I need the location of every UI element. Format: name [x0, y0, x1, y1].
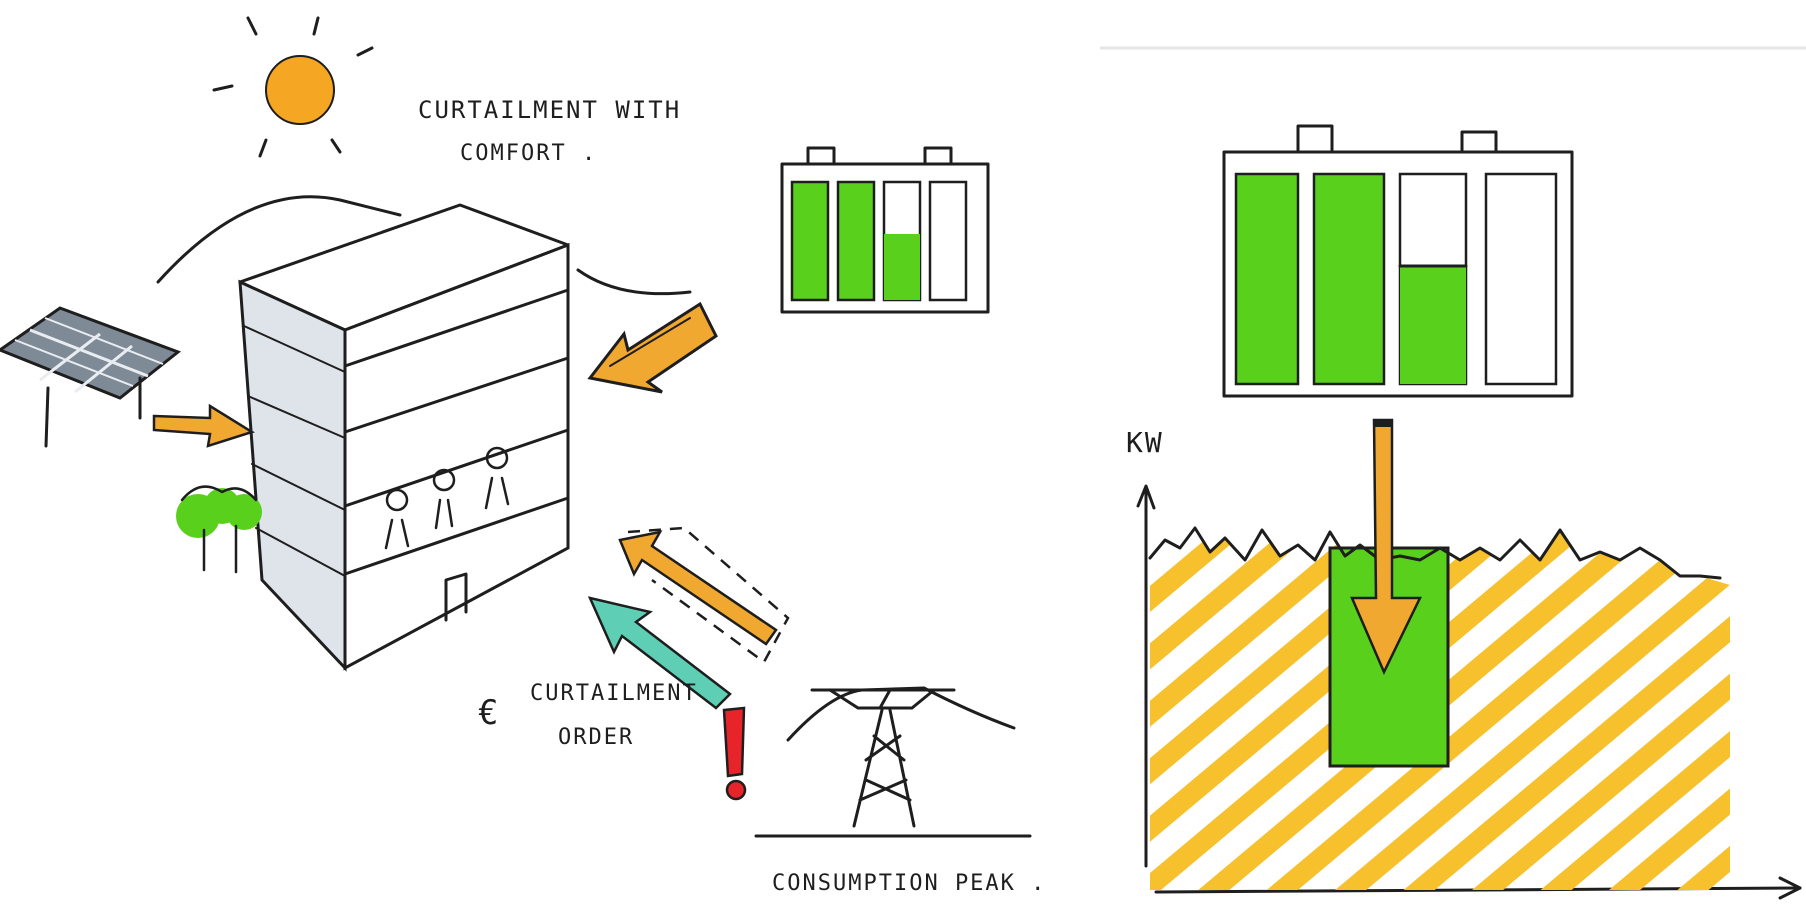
battery-large-icon — [1222, 124, 1574, 398]
y-axis-label: KW — [1126, 426, 1164, 459]
solar-to-building-arrow-icon — [152, 403, 255, 448]
curtailment-title-line1: CURTAILMENT WITH — [418, 96, 681, 124]
curtailment-order-arrow-icon — [587, 596, 732, 710]
battery-discharge-arrow-icon — [1350, 418, 1422, 675]
tree-icon — [176, 485, 262, 574]
consumption-curve — [1148, 526, 1722, 580]
hill-line — [156, 195, 402, 284]
power-pylon-icon — [754, 686, 1032, 838]
curtailment-title-line2: COMFORT . — [460, 141, 597, 166]
curtailment-order-line1: CURTAILMENT — [530, 681, 698, 706]
hill-line-right — [576, 268, 692, 296]
consumption-peak-label: CONSUMPTION PEAK . — [772, 871, 1046, 896]
battery-small-icon — [780, 146, 990, 314]
curtailment-order-line2: ORDER — [558, 725, 634, 750]
sun-icon — [212, 16, 374, 158]
euro-sign: € — [478, 693, 500, 733]
curtailment-signal-arrow-icon — [618, 526, 790, 664]
solar-panel-icon — [0, 306, 182, 448]
alert-icon — [722, 706, 747, 801]
energy-inflow-arrow-icon — [587, 301, 718, 394]
building-icon — [238, 203, 570, 672]
